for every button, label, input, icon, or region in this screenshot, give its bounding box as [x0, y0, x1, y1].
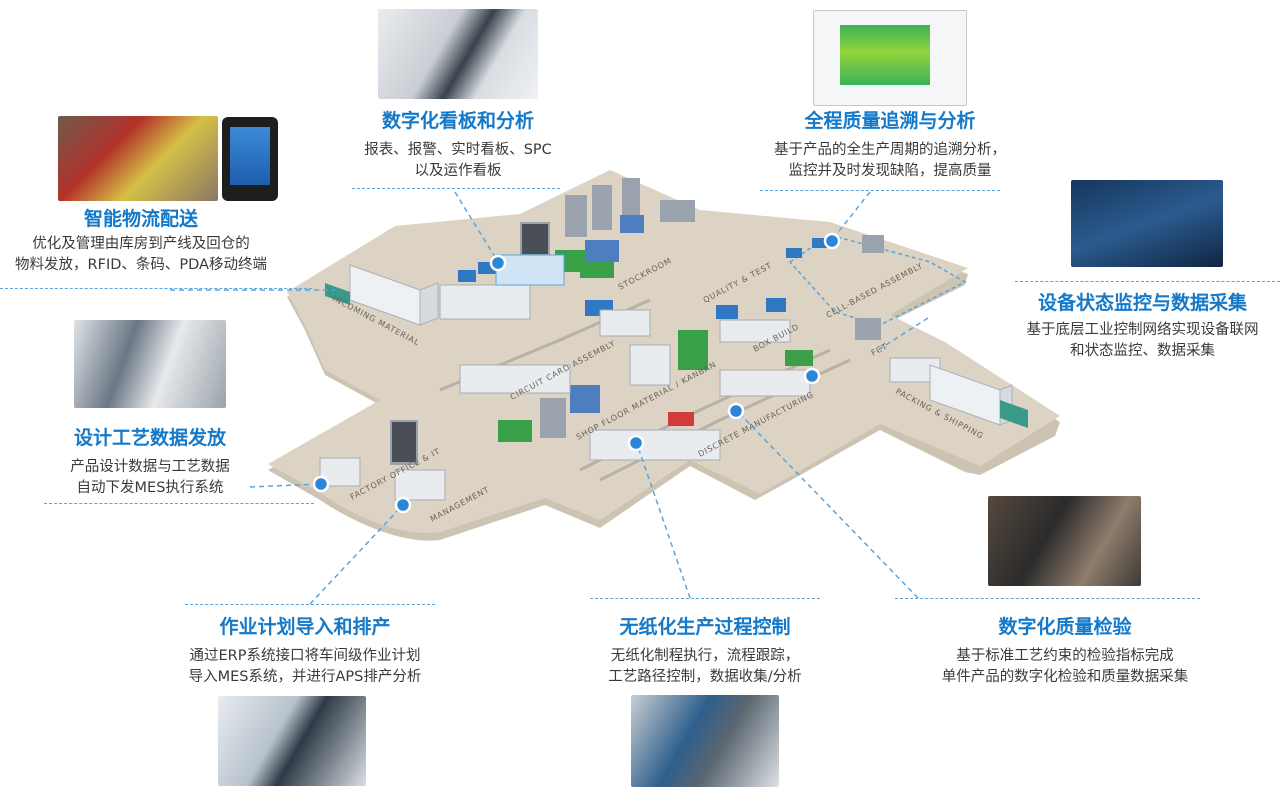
scheduling-office-photo [218, 696, 366, 786]
paperless-title: 无纸化生产过程控制 [619, 616, 791, 638]
callout-design-data: 设计工艺数据发放 产品设计数据与工艺数据 自动下发MES执行系统 [30, 425, 270, 499]
equipment-desc-2: 和状态监控、数据采集 [1070, 343, 1215, 359]
logistics-desc-1: 优化及管理由库房到产线及回仓的 [32, 236, 250, 252]
paperless-divider [590, 598, 820, 599]
logistics-desc-2: 物料发放，RFID、条码、PDA移动终端 [15, 257, 267, 273]
equipment-monitor-screenshot [1071, 180, 1223, 267]
callout-equipment: 设备状态监控与数据采集 基于底层工业控制网络实现设备联网 和状态监控、数据采集 [1005, 290, 1280, 362]
design-data-desc-2: 自动下发MES执行系统 [76, 480, 224, 496]
dot-equipment [803, 367, 821, 385]
logistics-title: 智能物流配送 [83, 208, 198, 230]
callout-logistics: 智能物流配送 优化及管理由库房到产线及回仓的 物料发放，RFID、条码、PDA移… [0, 206, 282, 276]
kanban-title: 数字化看板和分析 [381, 110, 534, 132]
dot-quality [823, 232, 841, 250]
quality-trace-desc-1: 基于产品的全生产周期的追溯分析， [774, 142, 1006, 158]
inspection-divider [895, 598, 1200, 599]
dot-design [312, 475, 330, 493]
quality-inspection-photo [988, 496, 1141, 586]
equipment-divider [1015, 281, 1280, 282]
connector-dots [312, 232, 841, 514]
design-data-desc-1: 产品设计数据与工艺数据 [70, 459, 230, 475]
kanban-desc-1: 报表、报警、实时看板、SPC [364, 142, 552, 158]
machines [319, 178, 941, 501]
quality-trace-screenshot [813, 10, 967, 106]
quality-trace-divider [760, 190, 1000, 191]
inspection-desc-1: 基于标准工艺约束的检验指标完成 [956, 648, 1174, 664]
callout-quality-trace: 全程质量追溯与分析 基于产品的全生产周期的追溯分析， 监控并及时发现缺陷，提高质… [740, 108, 1040, 182]
kanban-analysis-photo [378, 9, 538, 99]
scheduling-desc-1: 通过ERP系统接口将车间级作业计划 [189, 648, 421, 664]
paperless-desc-1: 无纸化制程执行，流程跟踪， [610, 648, 800, 664]
design-divider [44, 503, 314, 504]
dot-kanban [489, 254, 507, 272]
pda-device-image [222, 117, 278, 201]
inspection-title: 数字化质量检验 [998, 616, 1132, 638]
scheduling-divider [185, 604, 435, 605]
kanban-desc-2: 以及运作看板 [414, 163, 502, 179]
shipping-truck [929, 364, 1028, 428]
design-data-title: 设计工艺数据发放 [73, 427, 226, 449]
dot-paperless [627, 434, 645, 452]
logistics-factory-photo [58, 116, 218, 201]
kanban-divider [352, 188, 560, 189]
callout-scheduling: 作业计划导入和排产 通过ERP系统接口将车间级作业计划 导入MES系统，并进行A… [160, 614, 450, 688]
callout-inspection: 数字化质量检验 基于标准工艺约束的检验指标完成 单件产品的数字化检验和质量数据采… [905, 614, 1225, 688]
cell-region [788, 234, 967, 326]
dot-schedule [394, 496, 412, 514]
equipment-desc-1: 基于底层工业控制网络实现设备联网 [1026, 322, 1259, 338]
scheduling-desc-2: 导入MES系统，并进行APS排产分析 [188, 669, 422, 685]
logistics-divider [0, 288, 312, 289]
incoming-truck [325, 264, 439, 326]
paperless-desc-2: 工艺路径控制，数据收集/分析 [608, 669, 802, 685]
inspection-desc-2: 单件产品的数字化检验和质量数据采集 [941, 669, 1189, 685]
quality-trace-desc-2: 监控并及时发现缺陷，提高质量 [788, 163, 992, 179]
dot-inspection [727, 402, 745, 420]
design-data-photo [74, 320, 226, 408]
connector-lines [170, 191, 929, 605]
callout-kanban: 数字化看板和分析 报表、报警、实时看板、SPC 以及运作看板 [338, 108, 578, 182]
callout-paperless: 无纸化生产过程控制 无纸化制程执行，流程跟踪， 工艺路径控制，数据收集/分析 [575, 614, 835, 688]
scheduling-title: 作业计划导入和排产 [219, 616, 391, 638]
paperless-production-photo [631, 695, 779, 787]
quality-trace-title: 全程质量追溯与分析 [804, 110, 976, 132]
equipment-title: 设备状态监控与数据采集 [1037, 292, 1247, 314]
